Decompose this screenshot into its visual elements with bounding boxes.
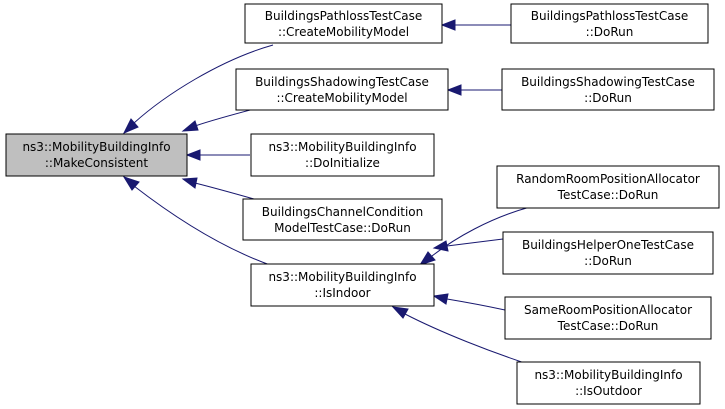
node-box xyxy=(501,68,715,111)
node-label-line1: SameRoomPositionAllocator xyxy=(524,303,692,317)
node-label-line2: ::DoInitialize xyxy=(305,156,380,170)
node-label-line1: BuildingsPathlossTestCase xyxy=(265,9,422,23)
node-label-line2: ::CreateMobilityModel xyxy=(278,25,409,39)
edge-pathloss-create-to-make-consistent xyxy=(133,44,274,124)
node-label-line2: TestCase::DoRun xyxy=(557,188,659,202)
node-label-line1: BuildingsShadowingTestCase xyxy=(255,75,429,89)
edge-helper-one-to-is-indoor xyxy=(446,238,504,247)
node-channel-condition[interactable]: BuildingsChannelCondition ModelTestCase:… xyxy=(242,198,443,241)
node-label-line2: ModelTestCase::DoRun xyxy=(274,221,411,235)
node-box xyxy=(250,263,435,307)
edge-arrowhead xyxy=(432,293,449,305)
node-do-initialize[interactable]: ns3::MobilityBuildingInfo ::DoInitialize xyxy=(250,133,435,177)
node-box xyxy=(502,231,714,275)
node-label-line1: ns3::MobilityBuildingInfo xyxy=(268,140,416,154)
node-label-line2: ::MakeConsistent xyxy=(45,156,149,170)
edge-same-room-to-is-indoor xyxy=(446,298,506,311)
edge-arrowhead xyxy=(122,118,139,134)
node-make-consistent[interactable]: ns3::MobilityBuildingInfo ::MakeConsiste… xyxy=(5,133,188,177)
node-label-line2: ::DoRun xyxy=(586,25,634,39)
edge-random-room-to-is-indoor xyxy=(431,206,531,257)
edge-arrowhead xyxy=(391,306,409,319)
node-label-line1: BuildingsPathlossTestCase xyxy=(531,9,688,23)
node-label-line2: ::DoRun xyxy=(584,254,632,268)
node-label-line2: TestCase::DoRun xyxy=(557,319,659,333)
node-buildings-helper-one[interactable]: BuildingsHelperOneTestCase ::DoRun xyxy=(502,231,714,275)
node-label-line1: ns3::MobilityBuildingInfo xyxy=(268,270,416,284)
node-label-line2: ::DoRun xyxy=(584,91,632,105)
node-same-room-position-allocator[interactable]: SameRoomPositionAllocator TestCase::DoRu… xyxy=(504,296,712,340)
node-label-line1: BuildingsHelperOneTestCase xyxy=(522,238,694,252)
node-pathloss-dorun[interactable]: BuildingsPathlossTestCase ::DoRun xyxy=(510,3,709,44)
node-shadowing-create-mobility-model[interactable]: BuildingsShadowingTestCase ::CreateMobil… xyxy=(235,68,449,111)
node-box xyxy=(244,3,443,44)
node-is-indoor[interactable]: ns3::MobilityBuildingInfo ::IsIndoor xyxy=(250,263,435,307)
edge-shadowing-create-to-make-consistent xyxy=(194,107,259,127)
node-box xyxy=(242,198,443,241)
node-random-room-position-allocator[interactable]: RandomRoomPositionAllocator TestCase::Do… xyxy=(496,165,720,209)
node-box xyxy=(496,165,720,209)
node-box xyxy=(516,361,701,405)
node-box xyxy=(235,68,449,111)
node-label-line1: ns3::MobilityBuildingInfo xyxy=(534,368,682,382)
edge-arrowhead xyxy=(181,120,199,132)
node-label-line1: ns3::MobilityBuildingInfo xyxy=(22,140,170,154)
edge-arrowhead xyxy=(181,177,198,189)
node-label-line1: RandomRoomPositionAllocator xyxy=(516,172,700,186)
node-is-outdoor[interactable]: ns3::MobilityBuildingInfo ::IsOutdoor xyxy=(516,361,701,405)
node-shadowing-dorun[interactable]: BuildingsShadowingTestCase ::DoRun xyxy=(501,68,715,111)
edge-arrowhead xyxy=(122,176,140,191)
node-label-line2: ::CreateMobilityModel xyxy=(276,91,407,105)
node-label-line2: ::IsIndoor xyxy=(314,286,370,300)
edge-arrowhead xyxy=(432,240,449,252)
node-label-line1: BuildingsChannelCondition xyxy=(262,205,423,219)
edge-arrowhead xyxy=(418,251,436,266)
node-pathloss-create-mobility-model[interactable]: BuildingsPathlossTestCase ::CreateMobili… xyxy=(244,3,443,44)
node-label-line1: BuildingsShadowingTestCase xyxy=(521,75,695,89)
node-box xyxy=(250,133,435,177)
edge-arrowhead xyxy=(440,19,456,31)
node-label-line2: ::IsOutdoor xyxy=(575,384,642,398)
edge-arrowhead xyxy=(185,149,201,161)
node-box xyxy=(504,296,712,340)
edge-is-indoor-to-make-consistent xyxy=(133,185,271,266)
node-box xyxy=(510,3,709,44)
node-box xyxy=(5,133,188,177)
edge-arrowhead xyxy=(446,84,462,96)
